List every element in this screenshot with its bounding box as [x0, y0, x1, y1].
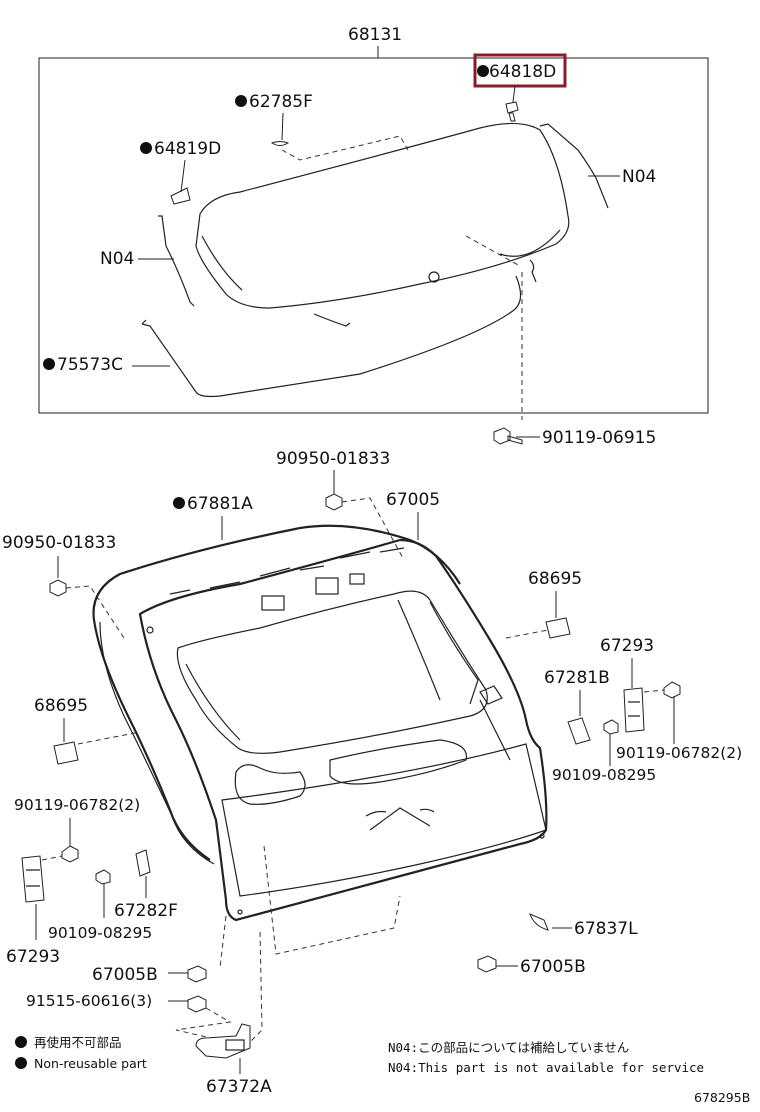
legend-jp: 再使用不可部品: [34, 1035, 122, 1050]
plug-left-part: [187, 965, 207, 983]
back-door-window-opening: [176, 590, 488, 754]
label-67005B-left[interactable]: 67005B: [92, 965, 158, 985]
bolt-right-part: [663, 681, 681, 699]
highlight-box: [473, 53, 567, 88]
non-reusable-dot: [235, 95, 247, 107]
nut-top-part: [325, 493, 343, 511]
clip-62785F-part: [270, 141, 290, 146]
clip-64819D-part: [170, 187, 191, 205]
label-64818D[interactable]: 64818D: [489, 62, 556, 82]
screw-bottom-part: [187, 995, 207, 1013]
label-90119-06782-right[interactable]: 90119-06782(2): [616, 744, 742, 762]
weatherstrip-75573C-part: [141, 275, 522, 398]
wire-left-part: [158, 215, 195, 307]
label-91515-60616[interactable]: 91515-60616(3): [26, 992, 152, 1010]
hinge-right-part: [623, 687, 645, 733]
label-67281B[interactable]: 67281B: [544, 668, 610, 688]
screw-right-part: [603, 719, 619, 735]
label-90109-08295-left[interactable]: 90109-08295: [48, 924, 152, 942]
non-reusable-dot: [43, 358, 55, 370]
label-90119-06915[interactable]: 90119-06915: [542, 428, 656, 448]
plug-right-part: [477, 955, 497, 973]
diagram-id: 678295B: [694, 1090, 750, 1105]
cover-67837L-part: [529, 913, 549, 931]
label-62785F[interactable]: 62785F: [249, 92, 313, 112]
label-67837L[interactable]: 67837L: [574, 919, 638, 939]
stopper-left-part: [135, 849, 151, 877]
note-en: N04:This part is not available for servi…: [388, 1060, 704, 1075]
legend-dot-en: [15, 1057, 27, 1069]
legend-dot-jp: [15, 1036, 27, 1048]
legend-en: Non-reusable part: [34, 1056, 147, 1071]
clip-64818D-part: [505, 101, 519, 122]
label-90950-01833-left[interactable]: 90950-01833: [2, 533, 116, 553]
bolt-90119-06915-part: [493, 427, 523, 445]
label-67372A[interactable]: 67372A: [206, 1077, 272, 1097]
label-90950-01833-top[interactable]: 90950-01833: [276, 449, 390, 469]
label-67005-top[interactable]: 67005: [386, 490, 440, 510]
hinge-left-part: [21, 855, 45, 903]
label-68695-left[interactable]: 68695: [34, 696, 88, 716]
rear-glass: [195, 122, 570, 309]
nut-left-part: [49, 579, 67, 597]
back-door-lower-panel: [221, 743, 547, 897]
label-75573C[interactable]: 75573C: [57, 355, 123, 375]
non-reusable-dot: [477, 65, 489, 77]
label-67293-left[interactable]: 67293: [6, 947, 60, 967]
door-weatherstrip-part: [92, 524, 461, 861]
label-90109-08295-right[interactable]: 90109-08295: [552, 766, 656, 784]
label-N04-left[interactable]: N04: [100, 249, 134, 269]
label-68695-right[interactable]: 68695: [528, 569, 582, 589]
label-90119-06782-left[interactable]: 90119-06782(2): [14, 796, 140, 814]
lock-bracket-part: [195, 1023, 251, 1059]
non-reusable-dot: [173, 497, 185, 509]
glass-hole: [428, 271, 440, 283]
wire-right-part: [539, 123, 609, 209]
label-67881A[interactable]: 67881A: [187, 494, 253, 514]
screw-left-part: [95, 869, 111, 885]
label-68131[interactable]: 68131: [348, 25, 402, 45]
back-door-frame: [138, 538, 548, 922]
label-N04-right[interactable]: N04: [622, 167, 656, 187]
bolt-left-part: [61, 845, 79, 863]
label-64819D[interactable]: 64819D: [154, 139, 221, 159]
stopper-right-part: [567, 717, 591, 745]
non-reusable-dot: [140, 142, 152, 154]
cushion-left-part: [53, 741, 79, 765]
note-jp: N04:この部品については補給していません: [388, 1040, 629, 1055]
glass-assembly-frame: [38, 57, 709, 414]
label-67282F[interactable]: 67282F: [114, 901, 178, 921]
label-67293-right[interactable]: 67293: [600, 636, 654, 656]
cushion-right-part: [545, 617, 571, 639]
label-67005B-right[interactable]: 67005B: [520, 957, 586, 977]
